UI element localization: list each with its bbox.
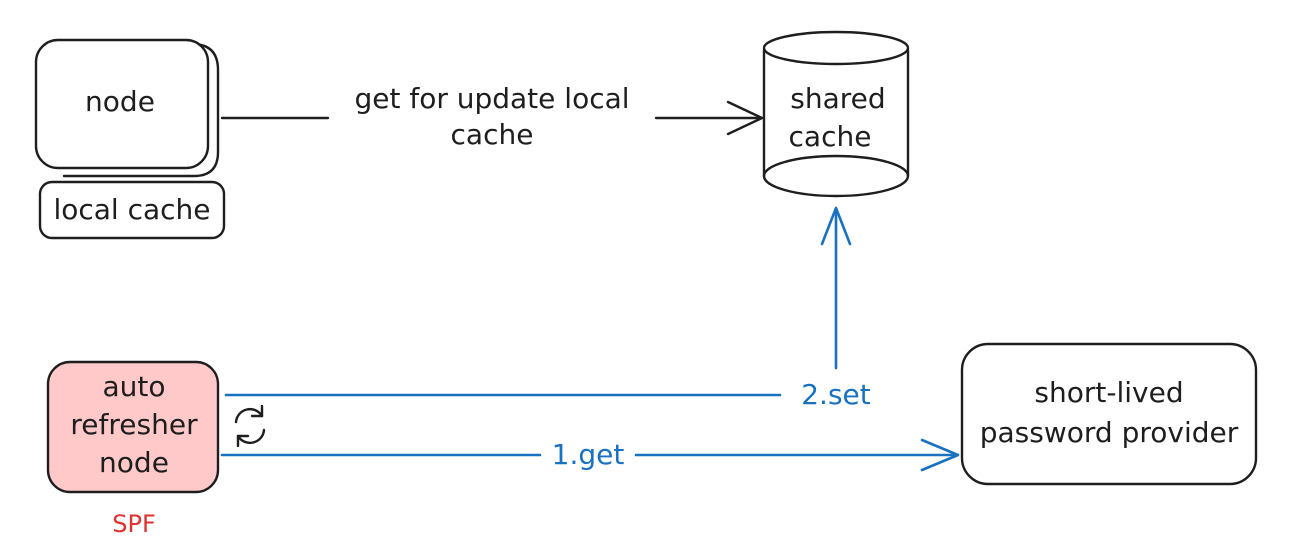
edge-node-label-line1: get for update local xyxy=(354,82,629,115)
auto-refresher-outline xyxy=(46,360,220,494)
node-box-shadow xyxy=(58,42,220,178)
edge-node-to-shared-cache: get for update local cache xyxy=(220,82,764,151)
shared-cache-label-line1: shared xyxy=(790,82,885,115)
password-provider-box[interactable]: short-lived password provider xyxy=(960,342,1258,486)
edge-node-label-line2: cache xyxy=(451,118,534,151)
edge-refresher-set: 2.set xyxy=(224,206,871,411)
auto-refresher-label-line2: refresher xyxy=(70,408,198,441)
refresh-icon xyxy=(234,404,266,448)
arrowhead-up-icon xyxy=(820,206,852,246)
spf-annotation: SPF xyxy=(112,510,156,538)
local-cache-outline xyxy=(38,180,226,240)
node-box-outline xyxy=(34,38,210,170)
cylinder-bottom xyxy=(762,154,910,198)
node-box[interactable]: node xyxy=(34,38,220,178)
shared-cache-label-line2: cache xyxy=(789,120,872,153)
edge-refresher-get: 1.get xyxy=(220,438,960,472)
edge-get-label: 1.get xyxy=(552,438,625,471)
edge-set-label: 2.set xyxy=(801,378,871,411)
auto-refresher-node-box[interactable]: auto refresher node xyxy=(46,360,220,494)
auto-refresher-label-line1: auto xyxy=(102,370,165,403)
cylinder-top xyxy=(762,30,910,66)
local-cache-box[interactable]: local cache xyxy=(38,180,226,240)
arrowhead-right-blue-icon xyxy=(920,438,960,472)
password-provider-label-line2: password provider xyxy=(980,416,1239,449)
password-provider-label-line1: short-lived xyxy=(1034,376,1183,409)
auto-refresher-label-line3: node xyxy=(99,446,169,479)
password-provider-outline xyxy=(960,342,1258,486)
local-cache-label: local cache xyxy=(53,193,210,226)
shared-cache-cylinder[interactable]: shared cache xyxy=(762,30,910,198)
node-label: node xyxy=(85,85,155,118)
arrowhead-right-icon xyxy=(726,100,764,136)
